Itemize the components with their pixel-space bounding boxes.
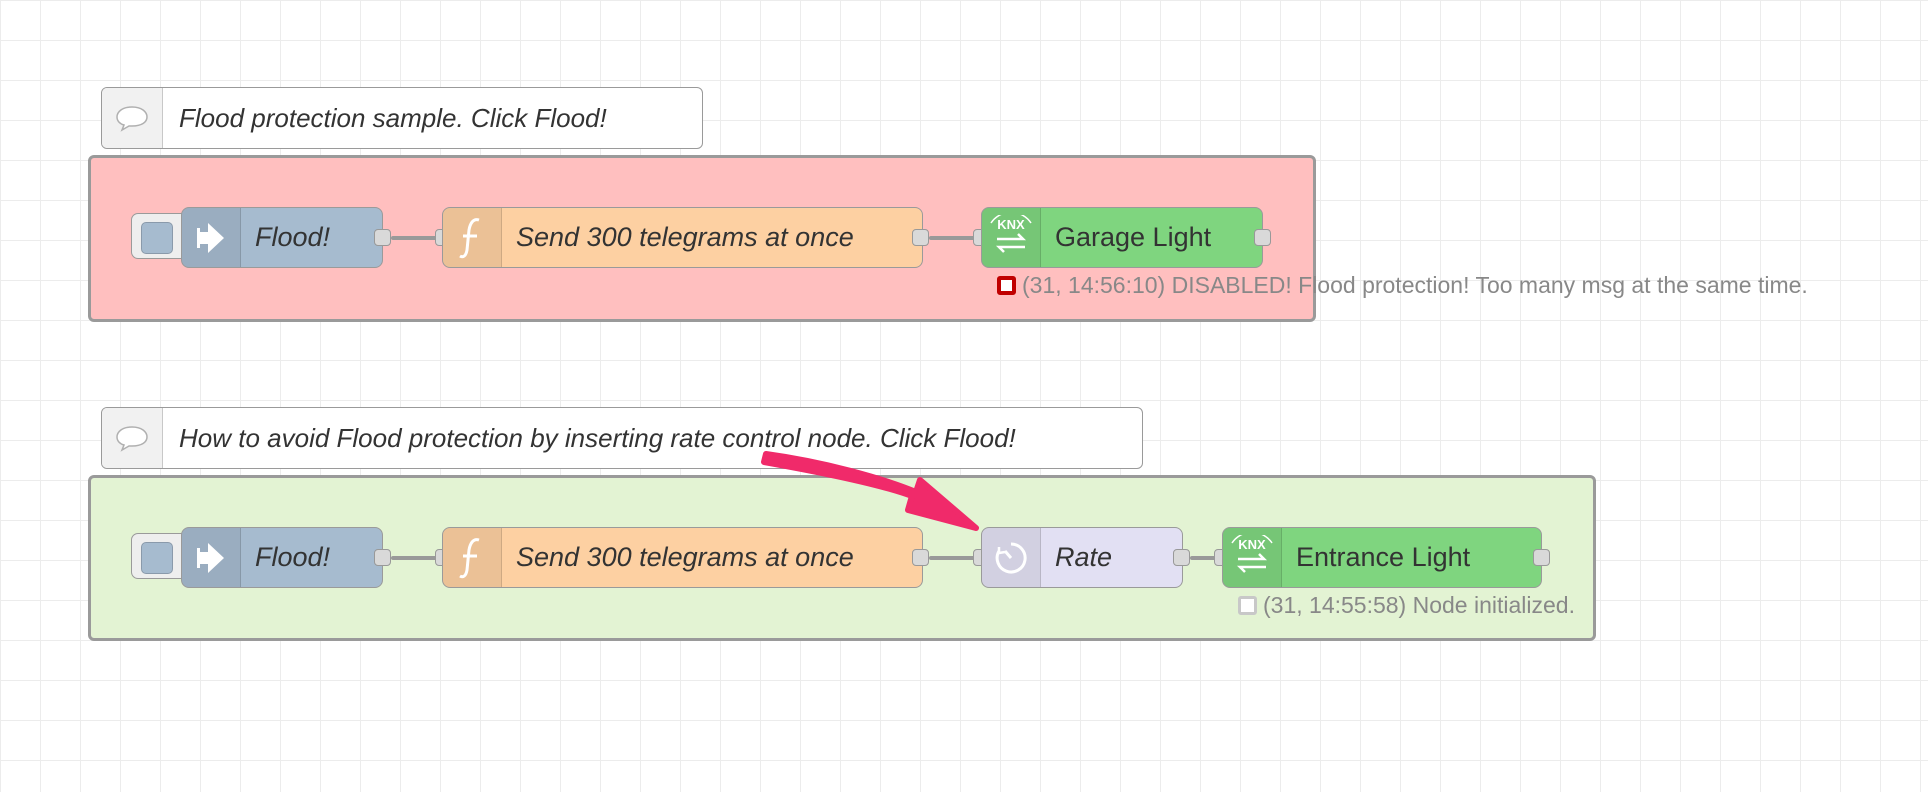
comment-text: Flood protection sample. Click Flood! bbox=[179, 102, 607, 133]
function-node-send-telegrams[interactable]: Send 300 telegrams at once bbox=[442, 527, 923, 588]
output-port[interactable] bbox=[912, 549, 929, 566]
rate-node[interactable]: Rate bbox=[981, 527, 1183, 588]
svg-text:KNX: KNX bbox=[997, 217, 1025, 232]
wire[interactable] bbox=[929, 556, 979, 560]
knx-node-label: Entrance Light bbox=[1296, 542, 1471, 572]
status-indicator-icon bbox=[997, 276, 1016, 295]
node-status-garage-light: (31, 14:56:10) DISABLED! Flood protectio… bbox=[997, 272, 1808, 299]
output-port[interactable] bbox=[1533, 549, 1550, 566]
inject-node-flood[interactable]: Flood! bbox=[181, 527, 383, 588]
comment-text: How to avoid Flood protection by inserti… bbox=[179, 422, 1016, 453]
inject-button-inner bbox=[141, 222, 173, 254]
wire[interactable] bbox=[391, 556, 441, 560]
function-node-label: Send 300 telegrams at once bbox=[516, 222, 854, 252]
status-text: (31, 14:55:58) Node initialized. bbox=[1263, 592, 1575, 618]
function-node-send-telegrams[interactable]: Send 300 telegrams at once bbox=[442, 207, 923, 268]
wire[interactable] bbox=[1190, 556, 1220, 560]
wire[interactable] bbox=[929, 236, 979, 240]
output-port[interactable] bbox=[1254, 229, 1271, 246]
status-text: (31, 14:56:10) DISABLED! Flood protectio… bbox=[1022, 272, 1808, 298]
knx-node-garage-light[interactable]: KNX Garage Light bbox=[981, 207, 1263, 268]
svg-text:KNX: KNX bbox=[1238, 537, 1266, 552]
inject-button-inner bbox=[141, 542, 173, 574]
knx-icon: KNX bbox=[1223, 528, 1282, 587]
inject-node-flood[interactable]: Flood! bbox=[181, 207, 383, 268]
output-port[interactable] bbox=[374, 229, 391, 246]
speech-bubble-icon bbox=[102, 88, 163, 148]
wire[interactable] bbox=[391, 236, 441, 240]
pink-arrow-icon bbox=[761, 451, 979, 531]
status-indicator-icon bbox=[1238, 596, 1257, 615]
knx-node-label: Garage Light bbox=[1055, 222, 1212, 252]
function-icon bbox=[443, 528, 502, 587]
knx-icon: KNX bbox=[982, 208, 1041, 267]
output-port[interactable] bbox=[374, 549, 391, 566]
arrow-right-icon bbox=[182, 528, 241, 587]
comment-node-flood-sample[interactable]: Flood protection sample. Click Flood! bbox=[101, 87, 703, 149]
function-icon bbox=[443, 208, 502, 267]
function-node-label: Send 300 telegrams at once bbox=[516, 542, 854, 572]
speech-bubble-icon bbox=[102, 408, 163, 468]
inject-node-label: Flood! bbox=[255, 222, 331, 252]
output-port[interactable] bbox=[1173, 549, 1190, 566]
timer-icon bbox=[982, 528, 1041, 587]
comment-node-avoid-flood[interactable]: How to avoid Flood protection by inserti… bbox=[101, 407, 1143, 469]
inject-node-label: Flood! bbox=[255, 542, 331, 572]
arrow-right-icon bbox=[182, 208, 241, 267]
node-status-entrance-light: (31, 14:55:58) Node initialized. bbox=[1238, 592, 1575, 619]
knx-node-entrance-light[interactable]: KNX Entrance Light bbox=[1222, 527, 1542, 588]
rate-node-label: Rate bbox=[1055, 542, 1113, 572]
output-port[interactable] bbox=[912, 229, 929, 246]
